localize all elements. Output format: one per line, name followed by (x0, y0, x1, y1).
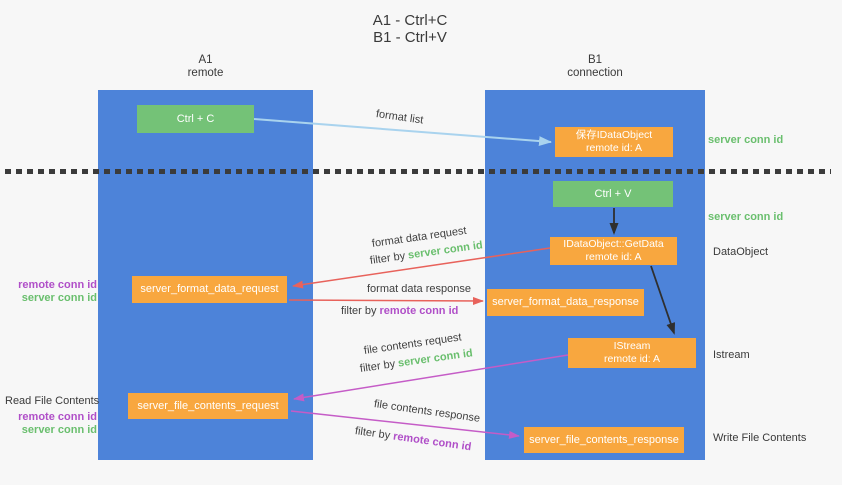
ctrl-v-box: Ctrl + V (553, 181, 673, 207)
idataobject-getdata-box: IDataObject::GetData remote id: A (550, 237, 677, 265)
write-file-contents-annotation: Write File Contents (713, 432, 807, 444)
title-line-2: B1 - Ctrl+V (373, 29, 447, 46)
getdata-line1: IDataObject::GetData (563, 238, 664, 250)
left-remote-conn-id-annotation: remote conn id (18, 279, 97, 291)
diagram-title: A1 - Ctrl+C B1 - Ctrl+V (0, 12, 820, 46)
istream-box: IStream remote id: A (568, 338, 696, 368)
left-server-conn-id-annotation: server conn id (21, 292, 97, 304)
ctrl-c-label: Ctrl + C (176, 112, 215, 125)
istream-line1: IStream (613, 340, 651, 352)
ctrl-v-label: Ctrl + V (594, 187, 632, 200)
format-list-label: format list (375, 108, 425, 127)
format-data-response-label: format data response (367, 283, 471, 295)
right-column-name: B1 (587, 54, 603, 66)
format-request-label: server_format_data_request (140, 283, 279, 295)
istream-annotation: Istream (713, 349, 750, 361)
remote-conn-id-key: remote conn id (392, 430, 473, 454)
filter-by-text: filter by (341, 305, 380, 317)
filter-by-text: filter by (359, 357, 399, 375)
file-response-filter-label: filter by remote conn id (354, 425, 472, 453)
getdata-line2: remote id: A (585, 251, 642, 263)
file-request-label: server_file_contents_request (137, 399, 279, 412)
dotted-separator-line (5, 169, 831, 174)
format-data-response-arrow (288, 296, 484, 305)
save-idataobject-box: 保存IDataObject remote id: A (555, 127, 673, 157)
filter-by-text: filter by (369, 249, 409, 267)
left-column-name: A1 (198, 54, 213, 66)
right-server-conn-id-annotation-2: server conn id (708, 211, 784, 223)
remote-conn-id-key: remote conn id (379, 305, 459, 317)
filter-by-text: filter by (354, 425, 394, 443)
istream-line2: remote id: A (603, 353, 661, 365)
right-column-role: connection (567, 67, 623, 79)
right-server-conn-id-annotation: server conn id (708, 134, 784, 146)
dataobject-annotation: DataObject (713, 246, 769, 258)
left-column-role: remote (187, 67, 224, 79)
left-column-header: A1 remote (98, 54, 313, 80)
server-format-data-response-box: server_format_data_response (487, 289, 644, 316)
right-column-header: B1 connection (485, 54, 705, 80)
server-format-data-request-box: server_format_data_request (132, 276, 287, 303)
ctrl-c-box: Ctrl + C (137, 105, 254, 133)
read-file-contents-annotation: Read File Contents (5, 395, 100, 407)
server-file-contents-request-box: server_file_contents_request (128, 393, 288, 419)
left-remote-conn-id-annotation-2: remote conn id (18, 411, 97, 423)
file-contents-response-label: file contents response (373, 398, 481, 425)
save-idataobject-line1: 保存IDataObject (575, 129, 653, 141)
title-line-1: A1 - Ctrl+C (372, 12, 448, 29)
left-server-conn-id-annotation-2: server conn id (21, 424, 97, 436)
format-response-filter-label: filter by remote conn id (341, 305, 458, 317)
server-file-contents-response-box: server_file_contents_response (524, 427, 684, 453)
file-response-label: server_file_contents_response (529, 433, 679, 446)
save-idataobject-line2: remote id: A (585, 142, 643, 154)
format-response-label: server_format_data_response (492, 296, 639, 308)
